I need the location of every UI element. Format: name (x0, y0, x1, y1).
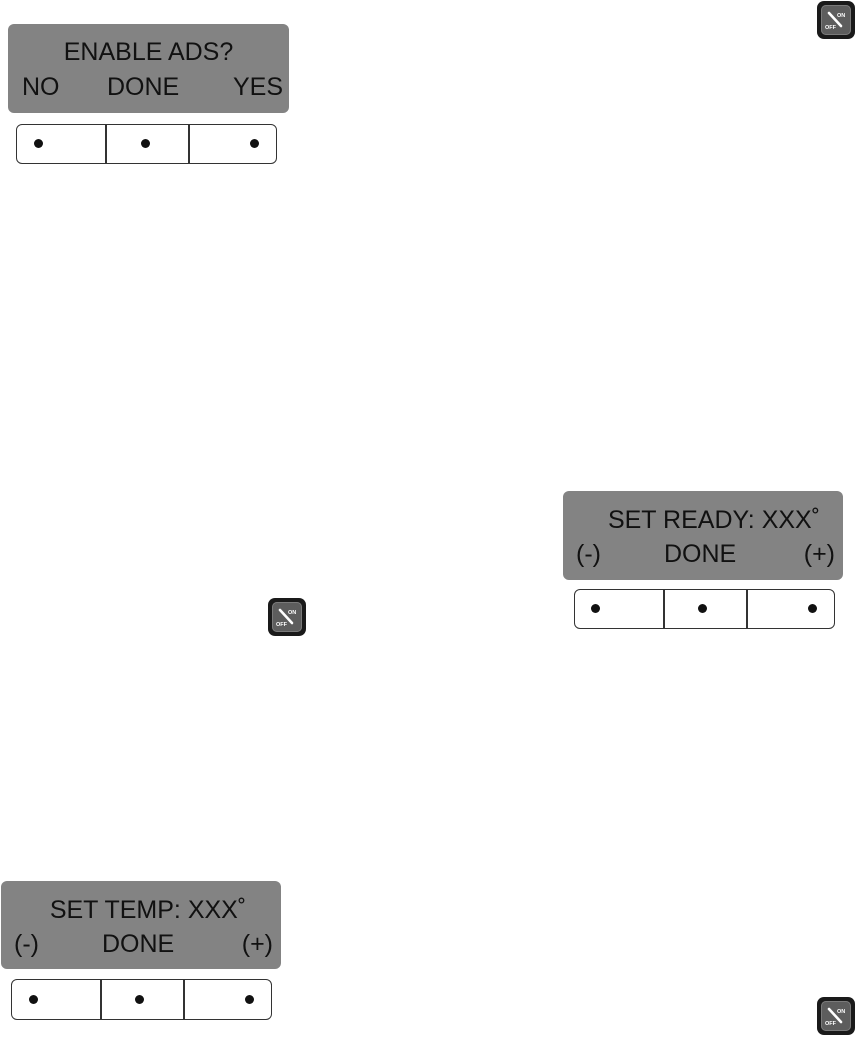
option-left-label: NO (22, 72, 60, 102)
softkey-bar (574, 589, 835, 629)
option-center-label: DONE (102, 929, 174, 959)
svg-text:ON: ON (837, 13, 845, 19)
softkey-bar (11, 979, 272, 1020)
lcd-display: SET READY: XXX˚ (-) DONE (+) (563, 491, 843, 580)
lcd-display: ENABLE ADS? NO DONE YES (8, 24, 289, 113)
option-right-label: (+) (804, 539, 835, 569)
center-softkey-button[interactable] (141, 139, 150, 148)
power-button[interactable]: ON OFF (817, 1, 855, 39)
softkey-divider (105, 125, 107, 163)
lcd-title: SET TEMP: XXX˚ (1, 895, 281, 925)
left-softkey-button[interactable] (29, 995, 38, 1004)
power-on-off-icon: ON OFF (272, 602, 302, 632)
power-button[interactable]: ON OFF (268, 598, 306, 636)
softkey-divider (746, 590, 748, 628)
softkey-divider (188, 125, 190, 163)
right-softkey-button[interactable] (808, 604, 817, 613)
left-softkey-button[interactable] (34, 139, 43, 148)
svg-text:OFF: OFF (825, 25, 837, 31)
power-on-off-icon: ON OFF (821, 5, 851, 35)
center-softkey-button[interactable] (698, 604, 707, 613)
lcd-title: ENABLE ADS? (8, 37, 289, 67)
right-softkey-button[interactable] (245, 995, 254, 1004)
softkey-bar (16, 124, 277, 164)
softkey-divider (183, 980, 185, 1019)
softkey-divider (663, 590, 665, 628)
right-softkey-button[interactable] (250, 139, 259, 148)
lcd-title: SET READY: XXX˚ (563, 505, 843, 535)
svg-text:ON: ON (288, 610, 296, 616)
option-center-label: DONE (107, 72, 179, 102)
power-button[interactable]: ON OFF (817, 997, 855, 1035)
center-softkey-button[interactable] (135, 995, 144, 1004)
svg-text:ON: ON (837, 1009, 845, 1015)
option-right-label: (+) (242, 929, 273, 959)
option-left-label: (-) (576, 539, 601, 569)
option-right-label: YES (233, 72, 283, 102)
left-softkey-button[interactable] (591, 604, 600, 613)
power-on-off-icon: ON OFF (821, 1001, 851, 1031)
softkey-divider (100, 980, 102, 1019)
lcd-display: SET TEMP: XXX˚ (-) DONE (+) (1, 881, 281, 969)
option-left-label: (-) (14, 929, 39, 959)
svg-text:OFF: OFF (825, 1021, 837, 1027)
svg-text:OFF: OFF (276, 622, 288, 628)
option-center-label: DONE (664, 539, 736, 569)
